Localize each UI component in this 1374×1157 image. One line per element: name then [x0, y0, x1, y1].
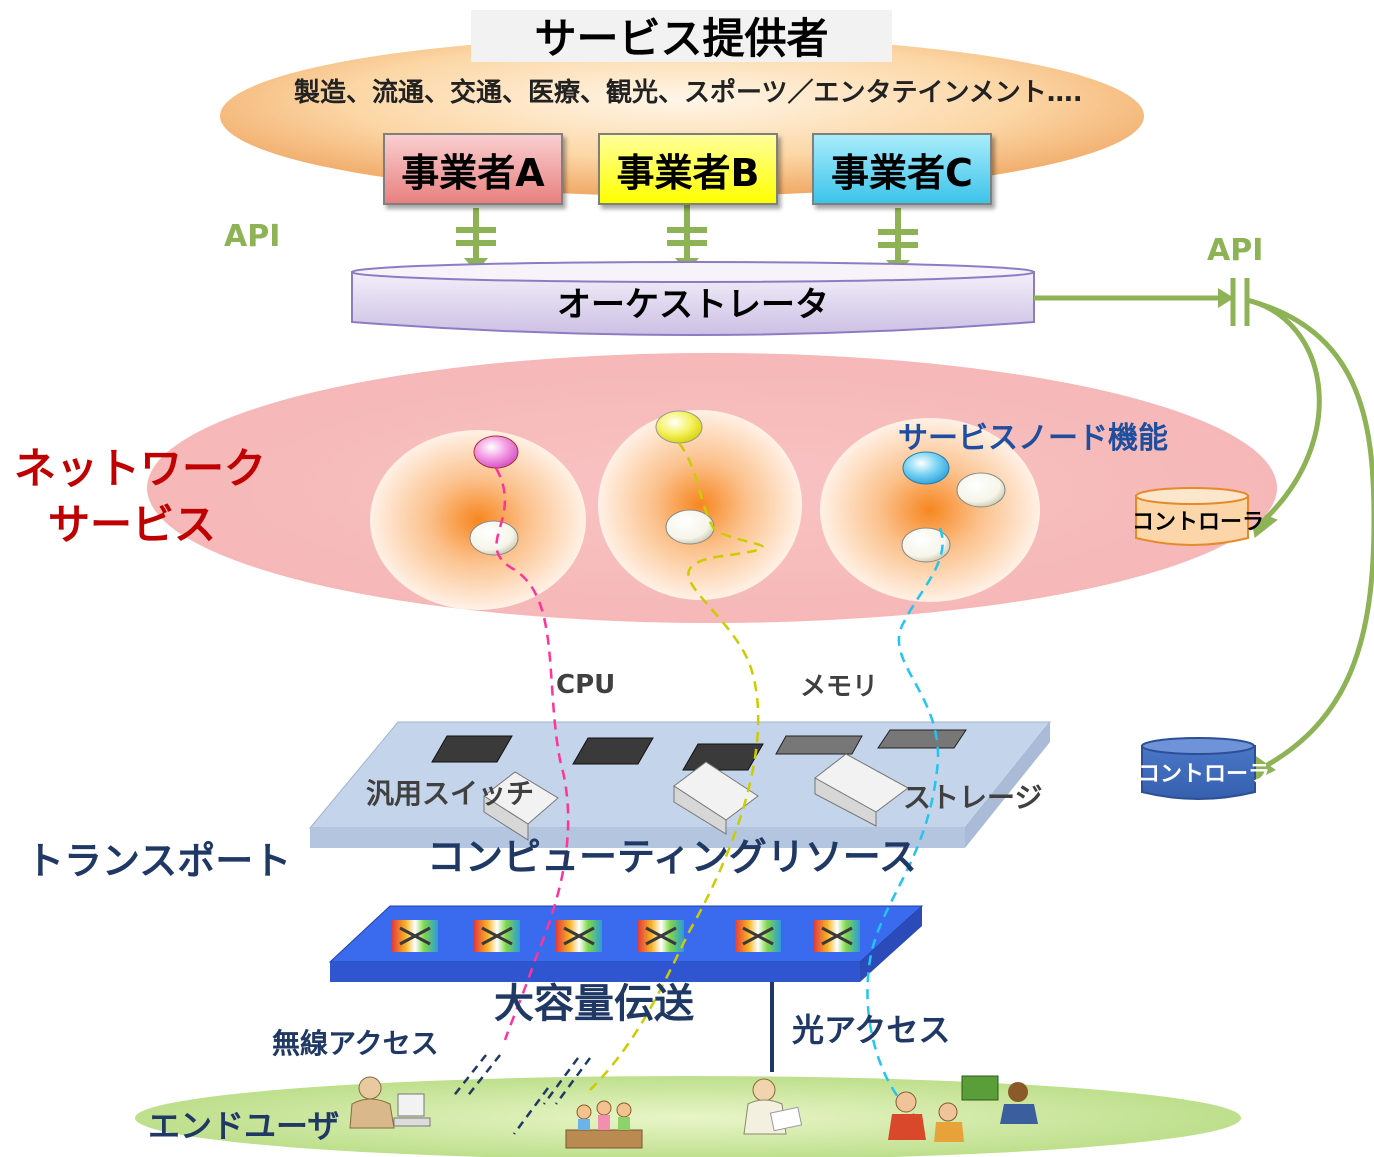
operator-c: 事業者C	[812, 133, 992, 205]
cpu-chips	[431, 735, 764, 771]
memory-label: メモリ	[800, 672, 879, 702]
provider-title-box	[471, 10, 892, 62]
service-node-label: サービスノード機能	[898, 421, 1168, 456]
enduser-label: エンドユーザ	[148, 1107, 340, 1145]
controller-cylinder-1	[1135, 487, 1249, 546]
classroom-figure	[565, 1100, 643, 1149]
controller-label-2: コントローラ	[1138, 762, 1271, 787]
controller-label-1: コントローラ	[1132, 510, 1265, 535]
industry-list: 製造、流通、交通、医療、観光、スポーツ／エンタテインメント….	[294, 78, 1083, 108]
network-service-label-2: サービス	[48, 500, 217, 549]
service-node-bubbles	[469, 410, 1006, 563]
storage-label: ストレージ	[903, 781, 1043, 814]
provider-title: サービス提供者	[534, 14, 829, 63]
cpu-label: CPU	[556, 670, 616, 700]
wireless-access-lines	[451, 1054, 592, 1135]
api-label-right: API	[1207, 233, 1264, 268]
network-service-label-1: ネットワーク	[14, 444, 267, 493]
presenter-figure	[961, 1075, 1038, 1124]
engineer-figure	[743, 1078, 803, 1135]
wireless-access-label: 無線アクセス	[272, 1027, 439, 1060]
memory-modules	[775, 729, 967, 755]
user-pc-figure	[349, 1076, 431, 1129]
switch-boxes	[483, 753, 909, 841]
transport-label: トランスポート	[26, 839, 292, 883]
computing-resources-label: コンピューティングリソース	[427, 835, 917, 879]
optical-access-label: 光アクセス	[792, 1011, 951, 1049]
right-api-connector	[1034, 278, 1374, 771]
bulk-transport-label: 大容量伝送	[494, 981, 694, 1027]
switch-label: 汎用スイッチ	[366, 777, 535, 810]
family-figure	[888, 1091, 964, 1142]
api-label-left: API	[224, 219, 281, 254]
service-paths	[494, 442, 944, 1121]
operator-b: 事業者B	[598, 133, 778, 205]
controller-cylinder-2	[1141, 737, 1256, 800]
transport-switch-icons	[392, 920, 860, 952]
orchestrator-label: オーケストレータ	[557, 285, 829, 325]
orchestrator-cylinder	[351, 271, 1035, 336]
operator-a: 事業者A	[383, 133, 563, 205]
enduser-figures	[349, 1075, 1038, 1149]
